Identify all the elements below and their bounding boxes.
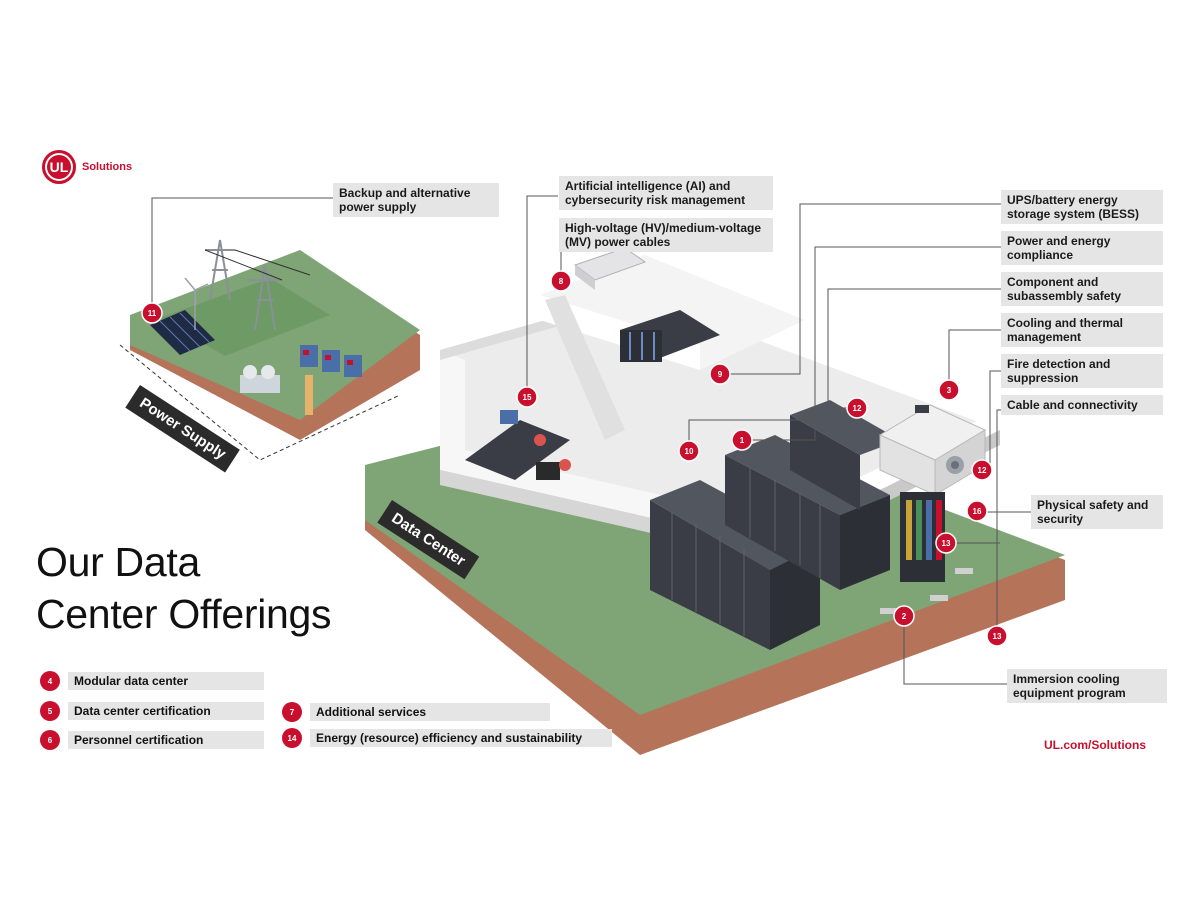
svg-text:16: 16 <box>973 507 982 516</box>
label-component-safety: Component and subassembly safety <box>1001 272 1163 306</box>
legend-badge: 14 <box>282 728 302 748</box>
label-power-energy-compliance: Power and energy compliance <box>1001 231 1163 265</box>
floor-vents <box>880 568 973 614</box>
marker-2: 2 <box>893 605 915 627</box>
marker-8: 8 <box>550 270 572 292</box>
page-title-line-1: Our Data <box>36 539 200 585</box>
marker-15: 15 <box>516 386 538 408</box>
marker-10: 10 <box>678 440 700 462</box>
power-supply-island <box>119 239 420 461</box>
marker-16: 16 <box>966 500 988 522</box>
power-pylon <box>204 239 311 331</box>
legend-text: Energy (resource) efficiency and sustain… <box>310 729 612 747</box>
marker-12-top: 12 <box>846 397 868 419</box>
marker-11: 11 <box>141 302 163 324</box>
website-link[interactable]: UL.com/Solutions <box>1044 738 1146 752</box>
svg-text:9: 9 <box>718 370 723 379</box>
legend-badge: 7 <box>282 702 302 722</box>
svg-text:13: 13 <box>942 539 951 548</box>
marker-12-side: 12 <box>971 459 993 481</box>
label-immersion-cooling: Immersion cooling equipment program <box>1007 669 1167 703</box>
svg-text:1: 1 <box>740 436 745 445</box>
data-center-island <box>365 247 1065 755</box>
svg-text:13: 13 <box>993 632 1002 641</box>
page-title: Our Data Center Offerings <box>36 536 332 640</box>
upper-server-racks <box>620 310 720 362</box>
svg-text:12: 12 <box>978 466 987 475</box>
svg-text:15: 15 <box>523 393 532 402</box>
svg-text:10: 10 <box>685 447 694 456</box>
number-markers: 11 8 15 9 10 1 12 3 12 16 13 13 2 <box>141 270 1008 647</box>
cooling-unit <box>878 404 987 496</box>
marker-13-floor: 13 <box>986 625 1008 647</box>
svg-text:12: 12 <box>853 404 862 413</box>
svg-text:3: 3 <box>947 386 952 395</box>
office-workstation <box>465 410 571 480</box>
marker-9: 9 <box>709 363 731 385</box>
legend-item-energy-efficiency: 14 Energy (resource) efficiency and sust… <box>282 728 612 748</box>
marker-1: 1 <box>731 429 753 451</box>
legend-text: Modular data center <box>68 672 264 690</box>
substation-equipment <box>240 345 362 415</box>
ul-solutions-logo: UL Solutions <box>42 150 132 184</box>
power-cable-box <box>573 247 647 290</box>
legend-badge: 4 <box>40 671 60 691</box>
legend-item-data-center-certification: 5 Data center certification <box>40 701 264 721</box>
legend-item-modular-data-center: 4 Modular data center <box>40 671 264 691</box>
ul-logo-mark: UL <box>42 150 76 184</box>
legend-text: Personnel certification <box>68 731 264 749</box>
marker-3: 3 <box>938 379 960 401</box>
immersion-cooling-rack <box>900 492 945 582</box>
legend-item-additional-services: 7 Additional services <box>282 702 550 722</box>
server-rack-row-back <box>790 400 900 510</box>
brand-name: Solutions <box>82 161 133 173</box>
label-cooling-thermal: Cooling and thermal management <box>1001 313 1163 347</box>
page-title-line-2: Center Offerings <box>36 591 332 637</box>
legend-text: Additional services <box>310 703 550 721</box>
legend-badge: 5 <box>40 701 60 721</box>
label-hv-mv-cables: High-voltage (HV)/medium-voltage (MV) po… <box>559 218 773 252</box>
label-physical-safety: Physical safety and security <box>1031 495 1163 529</box>
label-ups-bess: UPS/battery energy storage system (BESS) <box>1001 190 1163 224</box>
svg-text:8: 8 <box>559 277 564 286</box>
wind-turbine <box>184 277 209 330</box>
solar-panel-array <box>150 310 215 355</box>
legend-text: Data center certification <box>68 702 264 720</box>
legend-badge: 6 <box>40 730 60 750</box>
label-cable-connectivity: Cable and connectivity <box>1001 395 1163 415</box>
svg-text:2: 2 <box>902 612 907 621</box>
svg-text:11: 11 <box>148 309 157 318</box>
label-ai-cybersecurity: Artificial intelligence (AI) and cyberse… <box>559 176 773 210</box>
label-fire-detection: Fire detection and suppression <box>1001 354 1163 388</box>
label-backup-power: Backup and alternative power supply <box>333 183 499 217</box>
leader-lines <box>151 195 1032 685</box>
legend-item-personnel-certification: 6 Personnel certification <box>40 730 264 750</box>
marker-13-rack: 13 <box>935 532 957 554</box>
